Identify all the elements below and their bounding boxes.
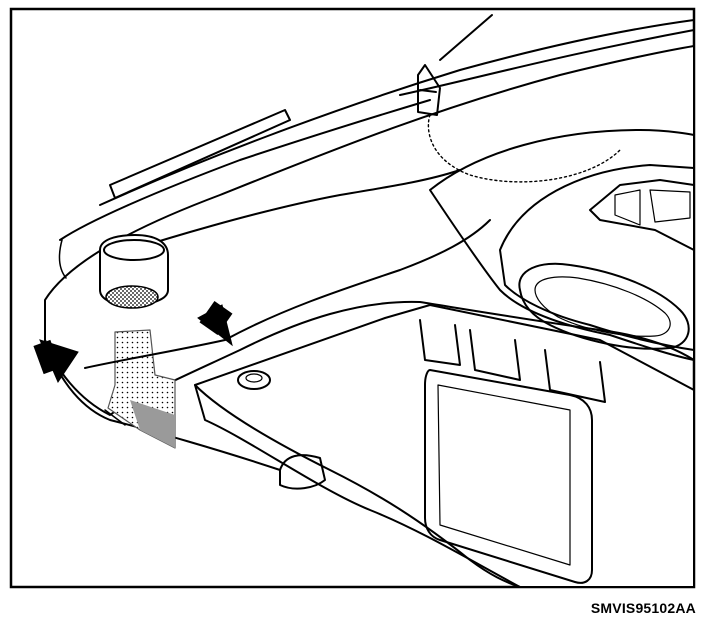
arrow-left [33, 339, 79, 384]
left-edge-trim [58, 239, 67, 279]
console-rim [499, 164, 695, 351]
oval-opening-inner [534, 276, 671, 337]
pry-line [84, 339, 226, 369]
console-module [589, 179, 695, 251]
recess-pocket-inner [437, 384, 571, 566]
headliner-underside [44, 339, 281, 471]
console-module-slot [614, 189, 641, 226]
console-surround [429, 129, 695, 361]
panel-tab-3 [544, 349, 606, 403]
arrow-right [197, 301, 233, 347]
top-molding-2 [59, 99, 431, 241]
top-molding-inner [109, 109, 291, 199]
grommet-inner [245, 373, 263, 383]
oval-opening [518, 262, 690, 350]
retaining-clip-shadow [130, 400, 175, 448]
roof-edge [399, 29, 695, 96]
left-bottom-trim [104, 409, 126, 426]
grommet [237, 370, 271, 390]
lower-panel-edge [194, 384, 521, 588]
panel-tab-1 [419, 319, 461, 366]
recess-pocket [424, 369, 593, 584]
figure-code: SMVIS95102AA [590, 600, 696, 616]
dome-lamp-lens [105, 285, 159, 309]
windshield-edge [439, 14, 493, 61]
clip-tab-left [279, 454, 326, 490]
visor-bracket-line [419, 89, 437, 93]
headliner-flange [224, 219, 491, 341]
visor-bracket [417, 64, 441, 116]
panel-tab-2 [469, 329, 521, 381]
console-module-slot-2 [649, 189, 691, 223]
wire-routing-dashed [427, 114, 621, 183]
top-molding [99, 19, 695, 206]
dome-lamp-top [103, 239, 165, 261]
